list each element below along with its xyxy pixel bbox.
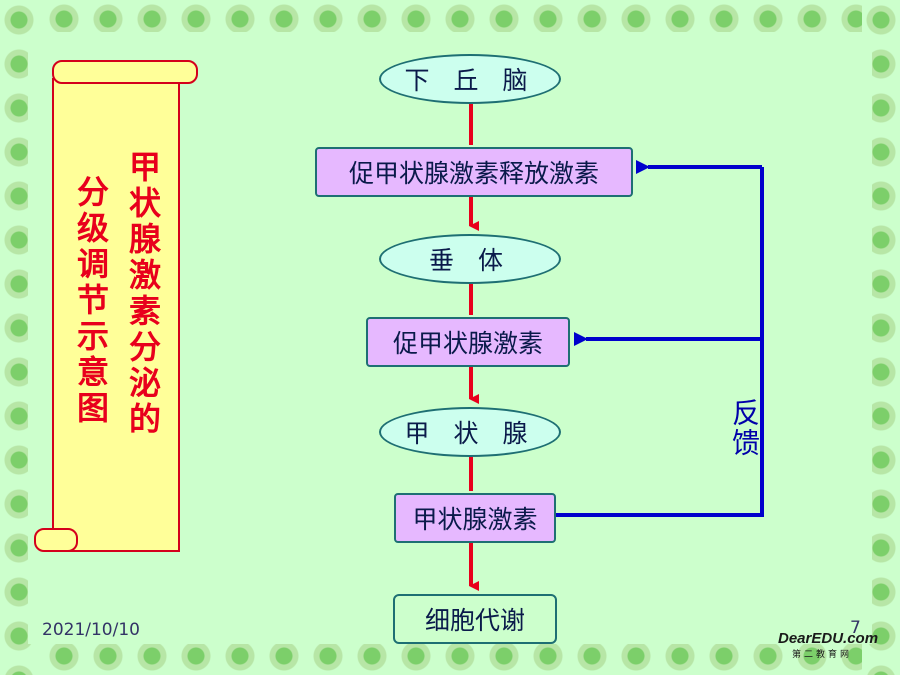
- page-number: 7: [850, 618, 861, 638]
- node-hypothalamus: 下 丘 脑: [379, 54, 561, 104]
- feedback-line: [556, 167, 764, 517]
- scroll-top-roll: [52, 60, 198, 84]
- title-scroll: [52, 78, 180, 552]
- node-thyroid-hormone: 甲状腺激素: [394, 493, 556, 543]
- decorative-border-top: [0, 0, 900, 38]
- date-label: 2021/10/10: [42, 620, 140, 640]
- scroll-bottom-roll: [34, 528, 78, 552]
- node-pituitary: 垂 体: [379, 234, 561, 284]
- node-cell-metabolism: 细胞代谢: [393, 594, 557, 644]
- feedback-label: 反馈: [728, 398, 761, 458]
- blue-feedback-arrows: [556, 160, 764, 517]
- node-thyroid: 甲 状 腺: [379, 407, 561, 457]
- node-trh: 促甲状腺激素释放激素: [315, 147, 633, 197]
- site-logo: DearEDU.com 第二教育网: [778, 630, 888, 662]
- logo-subtext: 第二教育网: [792, 650, 853, 660]
- title-line-1: 甲状腺激素分泌的: [124, 150, 162, 438]
- logo-text: DearEDU.com: [778, 630, 879, 647]
- node-tsh: 促甲状腺激素: [366, 317, 570, 367]
- title-line-2: 分级调节示意图: [72, 175, 110, 427]
